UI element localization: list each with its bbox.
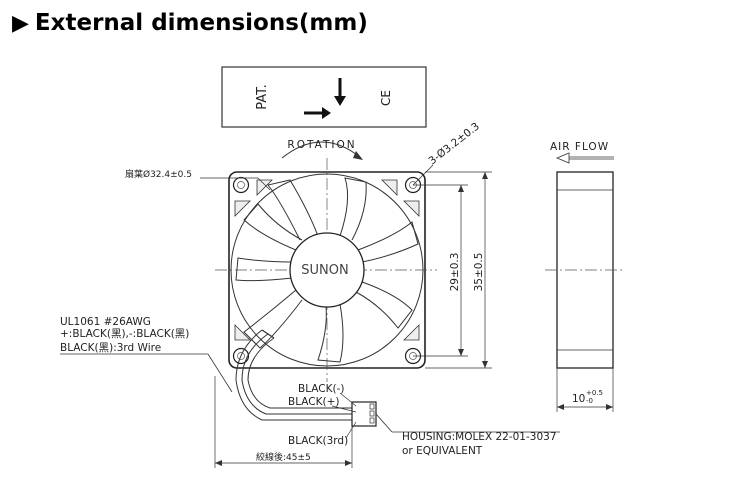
hole-diameter-label: 3-Ø3.2±0.3: [426, 120, 481, 167]
lead-length-label: 絞線後:45±5: [256, 451, 311, 463]
thickness-value: 10: [572, 393, 585, 405]
hub-brand-label: SUNON: [301, 263, 348, 278]
frame-size-dimension: 35±0.5: [473, 253, 485, 292]
wire-spec-line2: +:BLACK(黑),-:BLACK(黑): [60, 328, 189, 340]
wire-neg-label: BLACK(-): [298, 383, 345, 395]
thickness-tol-plus: +0.5: [586, 389, 603, 397]
blade-diameter-label: 扇葉Ø32.4±0.5: [125, 168, 192, 180]
section-title: ▶ External dimensions(mm): [12, 6, 368, 40]
label-panel: PAT. CE: [221, 66, 427, 128]
wire-spec-line1: UL1061 #26AWG: [60, 316, 151, 328]
mounting-hole-top-left: [232, 176, 250, 194]
lead-length-dimension: [214, 376, 353, 468]
fan-side-view: AIR FLOW 10 +0.5 -0: [545, 141, 625, 412]
thickness-tol-minus: -0: [586, 397, 593, 405]
ce-mark: CE: [379, 90, 393, 106]
pat-label: PAT.: [255, 84, 270, 109]
wire-bundle: [235, 329, 352, 421]
triangle-right-icon: ▶: [12, 10, 29, 36]
mounting-hole-bottom-left: [232, 347, 250, 365]
airflow-arrow-icon: [555, 152, 614, 164]
wire-pos-label: BLACK(+): [288, 396, 340, 408]
housing-line2: or EQUIVALENT: [402, 445, 483, 457]
airflow-arrows-icon: [304, 78, 346, 119]
housing-line1: HOUSING:MOLEX 22-01-3037: [402, 431, 557, 443]
airflow-label: AIR FLOW: [550, 141, 609, 153]
wire-spec: UL1061 #26AWG +:BLACK(黑),-:BLACK(黑) BLAC…: [60, 316, 233, 393]
wire-third-label: BLACK(3rd): [288, 435, 348, 447]
fan-front-view: SUNON 扇葉Ø32.4±0.5 3-Ø3.2±0.3: [125, 120, 482, 382]
rotation-label: ROTATION: [287, 139, 356, 151]
corner-hatching: [234, 179, 420, 341]
rotation-indicator: ROTATION: [281, 139, 363, 160]
height-dimensions: [413, 171, 492, 369]
fan-blades: [235, 177, 419, 363]
molex-connector: [351, 401, 560, 433]
wire-spec-line3: BLACK(黑):3rd Wire: [60, 342, 161, 354]
section-title-text: External dimensions(mm): [34, 10, 368, 36]
hole-pitch-dimension: 29±0.3: [449, 253, 461, 292]
